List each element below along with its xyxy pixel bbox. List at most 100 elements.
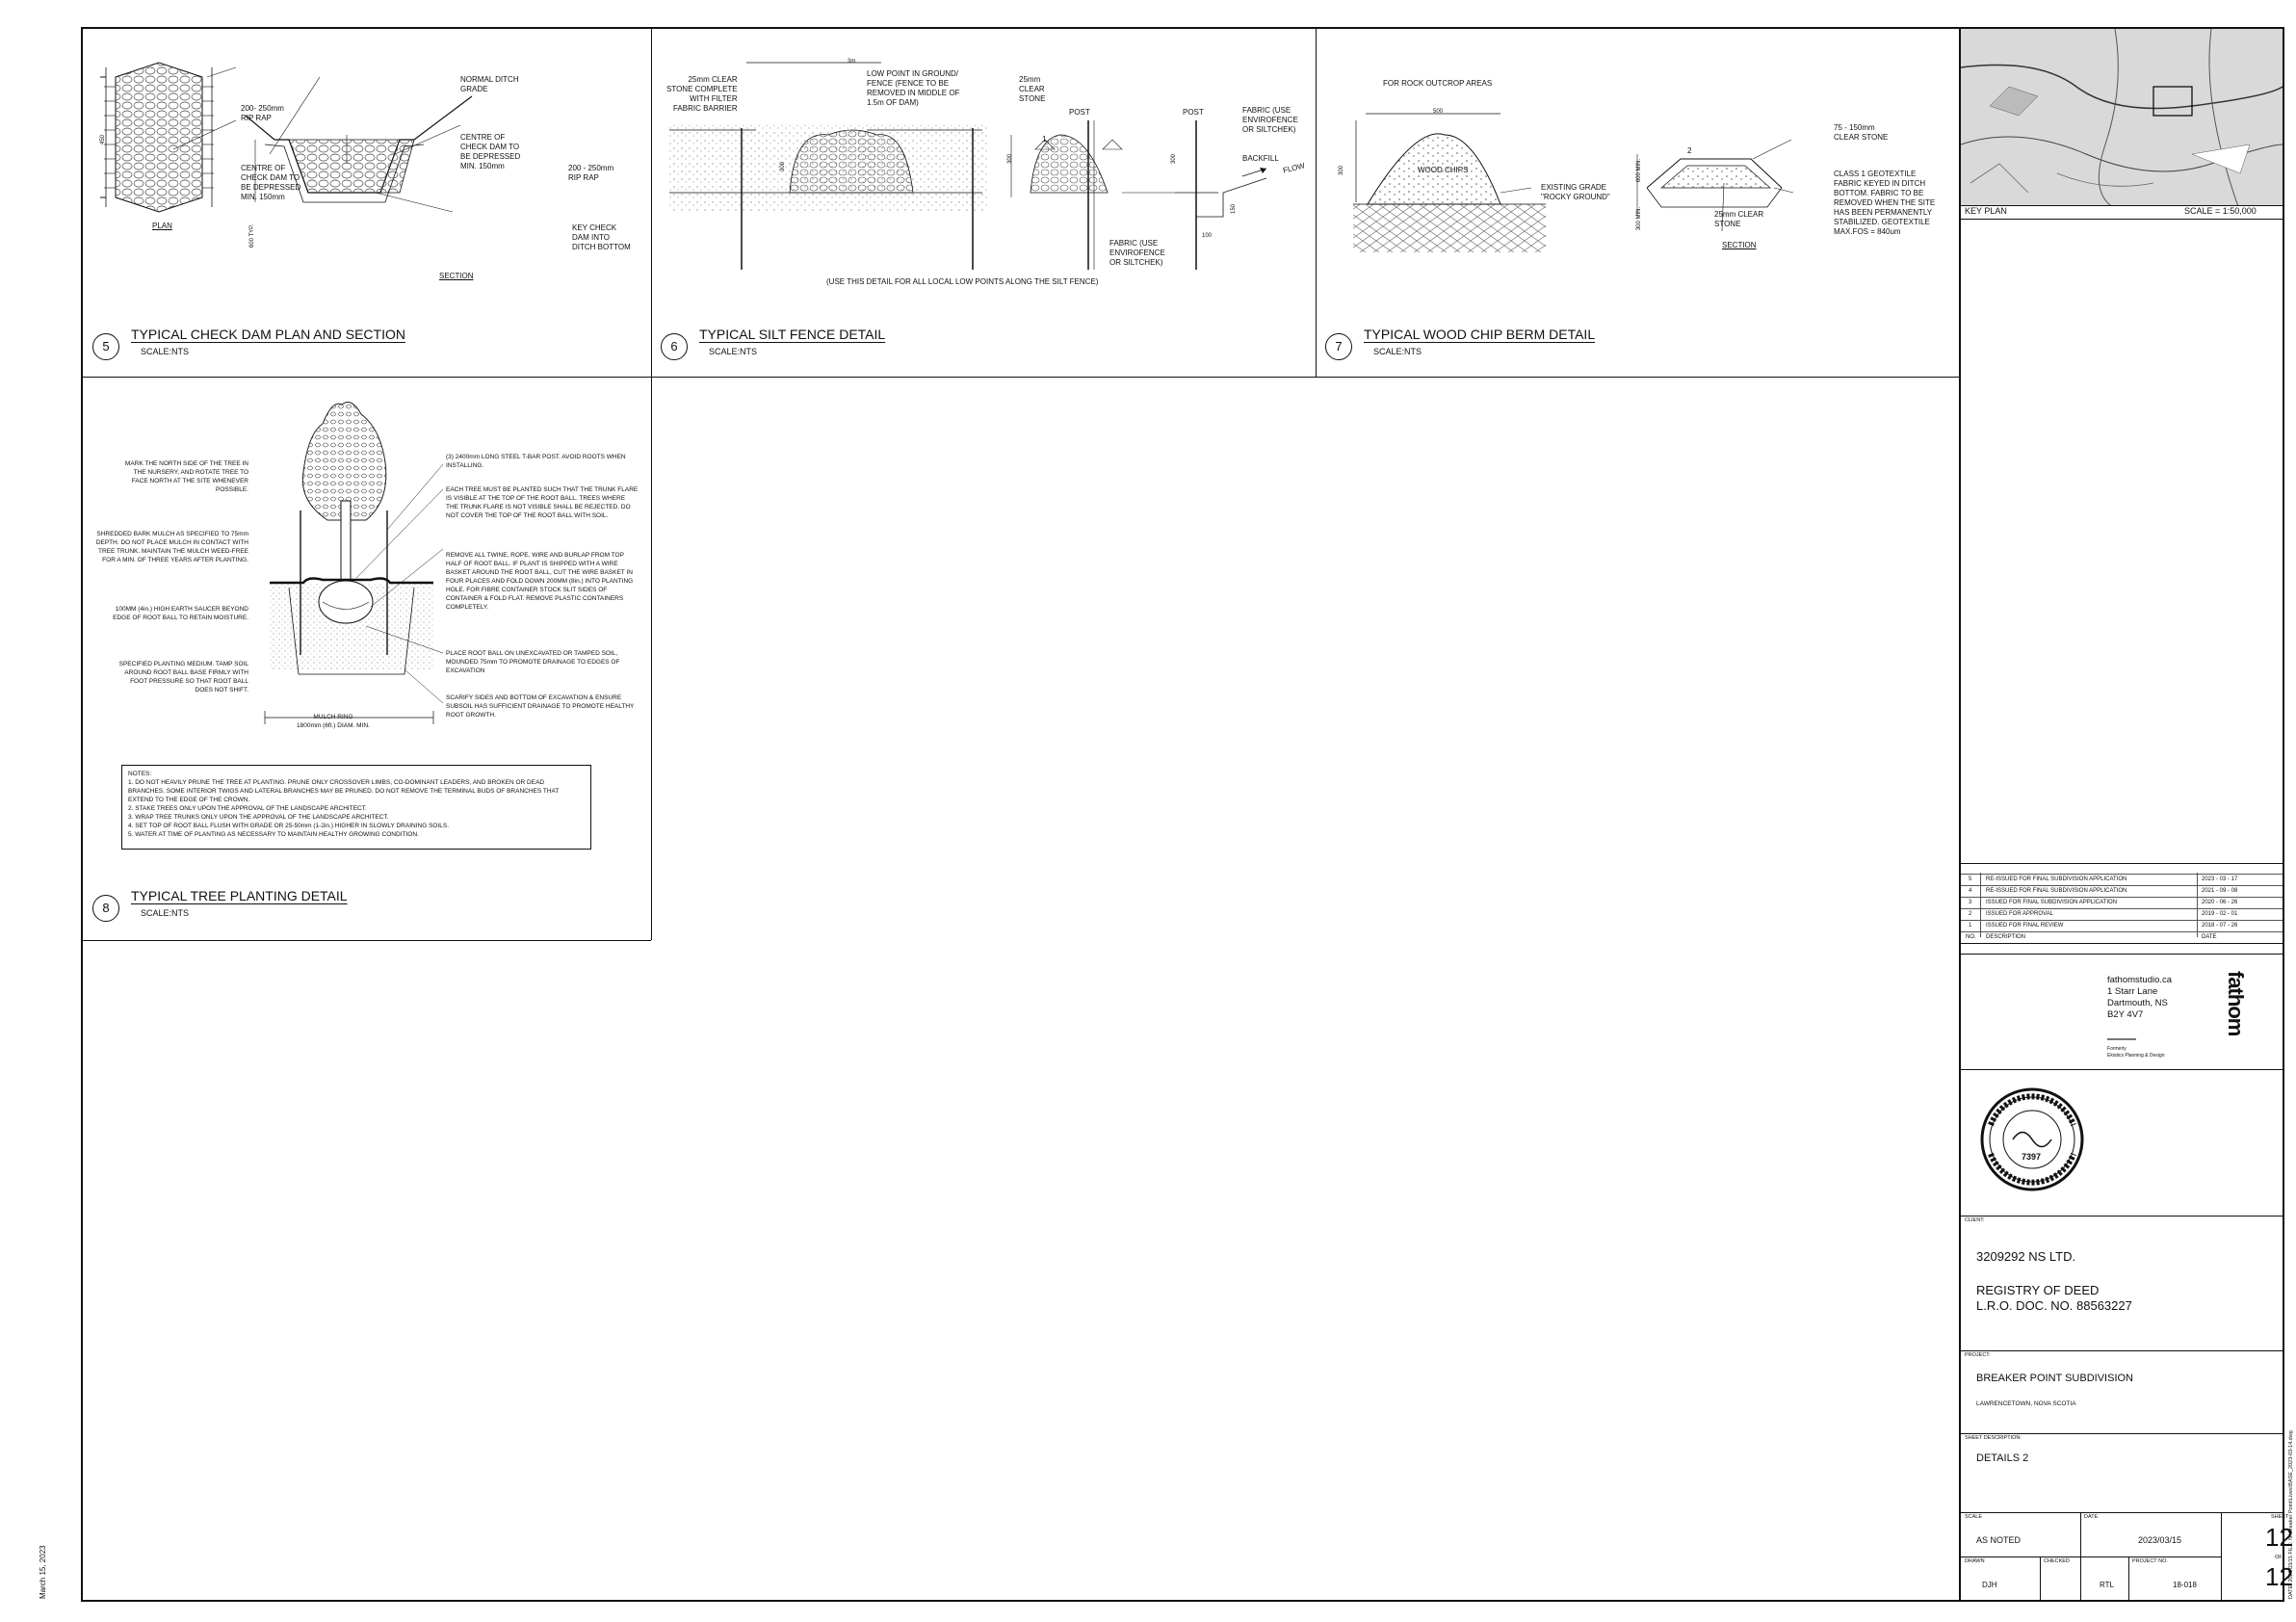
d6-fabric2-label: FABRIC (USE ENVIROFENCE OR SILTCHEK) bbox=[1109, 239, 1165, 267]
d5-riprap-label: 200- 250mm RIP RAP bbox=[241, 104, 284, 122]
revision-no: 5 bbox=[1969, 876, 1972, 882]
info-grid-col bbox=[2128, 1557, 2129, 1602]
d8-right-note: (3) 2400mm LONG STEEL T-BAR POST. AVOID … bbox=[446, 454, 626, 469]
stamp-block-border bbox=[1961, 1069, 2283, 1070]
d8-note: 4. SET TOP OF ROOT BALL FLUSH WITH GRADE… bbox=[128, 823, 450, 829]
drawn-label: DRAWN bbox=[1965, 1558, 1985, 1564]
d7-dim-600: 600 MIN. bbox=[1636, 158, 1643, 183]
scale-label: SCALE bbox=[1965, 1514, 1983, 1520]
revision-date-header: DATE bbox=[2202, 934, 2217, 940]
tree-planting-drawing bbox=[264, 402, 444, 724]
file-path-note: DATE: 2023/03/15 FILE: N:\Breaker Point\… bbox=[2288, 1430, 2294, 1599]
d7-dim-500: 500 bbox=[1433, 109, 1444, 115]
project-block-border bbox=[1961, 1350, 2283, 1351]
d5-centre2-label: CENTRE OF CHECK DAM TO BE DEPRESSED MIN.… bbox=[460, 133, 521, 170]
key-plan-label-bar bbox=[1961, 205, 2283, 220]
d7-wood-chips-label: WOOD CHIPS bbox=[1418, 166, 1469, 174]
d6-post1-label: POST bbox=[1069, 108, 1090, 117]
d8-scale: SCALE:NTS bbox=[141, 908, 190, 918]
revision-date: 2023 - 03 - 17 bbox=[2202, 876, 2238, 882]
d6-dim-300c: 300 bbox=[1171, 153, 1178, 165]
d5-normal-ditch-label: NORMAL DITCH GRADE bbox=[460, 75, 519, 93]
d6-use-detail-label: (USE THIS DETAIL FOR ALL LOCAL LOW POINT… bbox=[826, 277, 1099, 286]
revision-row: 4 RE-ISSUED FOR FINAL SUBDIVISION APPLIC… bbox=[1961, 885, 2283, 897]
d5-centre-label: CENTRE OF CHECK DAM TO BE DEPRESSED MIN.… bbox=[241, 164, 301, 201]
d6-number: 6 bbox=[661, 333, 688, 360]
revision-no: 3 bbox=[1969, 900, 1972, 905]
d8-note: 2. STAKE TREES ONLY UPON THE APPROVAL OF… bbox=[128, 805, 367, 812]
d5-plan-label: PLAN bbox=[152, 222, 172, 230]
d6-dim-3m: 3m bbox=[848, 59, 856, 65]
d8-notes-box: NOTES: 1. DO NOT HEAVILY PRUNE THE TREE … bbox=[121, 765, 591, 850]
revision-desc: ISSUED FOR APPROVAL bbox=[1986, 911, 2053, 917]
revision-date: 2019 - 02 - 01 bbox=[2202, 911, 2238, 917]
d8-left-note: 100MM (4in.) HIGH EARTH SAUCER BEYOND ED… bbox=[113, 606, 248, 621]
sheet-total: 12 bbox=[2265, 1562, 2293, 1591]
revision-row: 2 ISSUED FOR APPROVAL 2019 - 02 - 01 bbox=[1961, 908, 2283, 920]
d6-scale: SCALE:NTS bbox=[709, 347, 758, 356]
d6-slope-label: 1 bbox=[1042, 135, 1047, 144]
d8-right-note: PLACE ROOT BALL ON UNEXCAVATED OR TAMPED… bbox=[446, 650, 620, 674]
sheet-of: OF bbox=[2275, 1555, 2283, 1560]
d8-number: 8 bbox=[92, 895, 119, 922]
d6-backfill-label: BACKFILL bbox=[1242, 154, 1279, 163]
checked-label: CHECKED bbox=[2044, 1558, 2070, 1564]
revision-col-line bbox=[2197, 873, 2198, 937]
silt-fence-drawing bbox=[669, 62, 1267, 270]
revision-date: 2021 - 09 - 08 bbox=[2202, 888, 2238, 894]
d8-right-note: REMOVE ALL TWINE, ROPE, WIRE AND BURLAP … bbox=[446, 552, 634, 611]
revision-col-line bbox=[1980, 873, 1981, 937]
d8-left-note: SHREDDED BARK MULCH AS SPECIFIED TO 75mm… bbox=[95, 531, 248, 563]
d5-key-check-label: KEY CHECK DAM INTO DITCH BOTTOM bbox=[572, 223, 631, 251]
d8-notes-title: NOTES: bbox=[128, 771, 152, 777]
d8-left-note: MARK THE NORTH SIDE OF THE TREE IN THE N… bbox=[124, 460, 248, 493]
detail-divider bbox=[81, 940, 651, 941]
revision-header: NO. DESCRIPTION DATE bbox=[1961, 931, 2283, 944]
detail-divider bbox=[1316, 27, 1317, 377]
d7-slope-label: 2 bbox=[1687, 146, 1692, 155]
revision-date: 2020 - 06 - 26 bbox=[2202, 900, 2238, 905]
sheet-number: 12 bbox=[2265, 1523, 2293, 1552]
revision-table: 5 RE-ISSUED FOR FINAL SUBDIVISION APPLIC… bbox=[1961, 863, 2283, 944]
d5-riprap2-label: 200 - 250mm RIP RAP bbox=[568, 164, 614, 182]
margin-date: March 15, 2023 bbox=[39, 1545, 47, 1599]
date-label: DATE bbox=[2084, 1514, 2099, 1520]
d5-section-label: SECTION bbox=[439, 272, 474, 280]
d7-clear-stone-label: 75 - 150mm CLEAR STONE bbox=[1834, 123, 1889, 142]
d6-fabric1-label: FABRIC (USE ENVIROFENCE OR SILTCHEK) bbox=[1242, 106, 1298, 134]
engineer-seal bbox=[1980, 1087, 2084, 1191]
d7-title: TYPICAL WOOD CHIP BERM DETAIL bbox=[1364, 327, 1596, 342]
date-value: 2023/03/15 bbox=[2138, 1535, 2182, 1545]
scale-value: AS NOTED bbox=[1976, 1535, 2022, 1545]
key-plan-scale: SCALE = 1:50,000 bbox=[2184, 206, 2257, 216]
info-grid-col bbox=[2221, 1512, 2222, 1602]
key-plan-label: KEY PLAN bbox=[1965, 206, 2007, 216]
d5-number: 5 bbox=[92, 333, 119, 360]
d5-dim-plan: 450 bbox=[100, 134, 107, 145]
d6-dim-150: 150 bbox=[1231, 203, 1238, 215]
wood-chip-berm-drawing bbox=[1353, 113, 1794, 252]
firm-address: fathomstudio.ca 1 Starr Lane Dartmouth, … bbox=[2107, 975, 2173, 1020]
revision-desc: ISSUED FOR FINAL SUBDIVISION APPLICATION bbox=[1986, 900, 2118, 905]
revision-date: 2018 - 07 - 26 bbox=[2202, 923, 2238, 929]
sheet-label: SHEET bbox=[2271, 1514, 2289, 1520]
d7-scale: SCALE:NTS bbox=[1373, 347, 1422, 356]
stamp-number: 7397 bbox=[2022, 1152, 2042, 1162]
info-grid-col bbox=[2040, 1557, 2041, 1602]
revision-desc: RE-ISSUED FOR FINAL SUBDIVISION APPLICAT… bbox=[1986, 888, 2127, 894]
d6-dim-300b: 300 bbox=[1007, 153, 1014, 165]
client-label: CLIENT: bbox=[1965, 1217, 1985, 1223]
revision-row: 3 ISSUED FOR FINAL SUBDIVISION APPLICATI… bbox=[1961, 897, 2283, 908]
revision-no: 1 bbox=[1969, 923, 1972, 929]
d7-dim-300: 300 bbox=[1339, 165, 1345, 176]
d6-dim-100: 100 bbox=[1202, 233, 1213, 239]
d5-dim-section: 600 TYP. bbox=[249, 223, 256, 249]
project-name: BREAKER POINT SUBDIVISION bbox=[1976, 1373, 2134, 1384]
fathom-logo: fathom bbox=[2224, 971, 2248, 1036]
d8-right-note: SCARIFY SIDES AND BOTTOM OF EXCAVATION &… bbox=[446, 694, 635, 719]
title-block bbox=[1959, 27, 2284, 1602]
d8-title: TYPICAL TREE PLANTING DETAIL bbox=[131, 888, 348, 903]
drawn-value: DJH bbox=[1982, 1581, 1997, 1589]
d5-title: TYPICAL CHECK DAM PLAN AND SECTION bbox=[131, 327, 405, 342]
d7-clear-stone2-label: 25mm CLEAR STONE bbox=[1714, 210, 1764, 228]
